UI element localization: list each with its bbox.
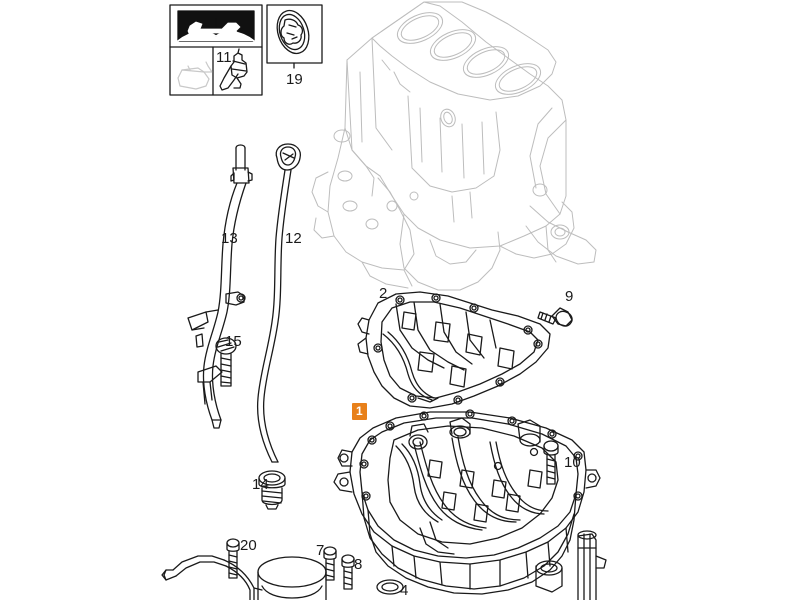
oil-pickup-tube-bolt — [226, 538, 240, 579]
callout-12: 12 — [285, 230, 302, 247]
callout-1-highlighted[interactable]: 1 — [352, 403, 367, 420]
callout-20: 20 — [240, 537, 257, 554]
callout-13: 13 — [221, 230, 238, 247]
callout-19: 19 — [286, 71, 303, 88]
dipstick-guide-tube — [187, 144, 253, 429]
baffle-bolt — [537, 307, 573, 327]
service-manual-wrench-icon — [177, 10, 255, 42]
callout-10: 10 — [564, 454, 581, 471]
dipstick-tube-bolt — [215, 337, 237, 387]
callout-14: 14 — [252, 476, 269, 493]
callout-2: 2 — [379, 285, 388, 302]
callout-11: 11 — [216, 49, 232, 66]
callout-8: 8 — [354, 556, 363, 573]
oil-can-icon — [177, 61, 213, 90]
oil-filler-cap-box — [266, 4, 323, 69]
callout-9: 9 — [565, 288, 574, 305]
drain-plug-sealing-washer — [376, 579, 404, 595]
oil-level-dipstick — [256, 143, 302, 463]
callout-15: 15 — [225, 333, 242, 350]
oil-pickup-tube-assembly — [161, 555, 327, 600]
callout-7: 7 — [316, 542, 325, 559]
oil-pan-bolt — [543, 440, 559, 485]
oil-filler-cap-icon — [276, 9, 310, 55]
callout-4: 4 — [400, 582, 409, 599]
oil-pickup-bolt-long — [341, 554, 355, 590]
oil-pressure-switch-icon — [219, 48, 248, 91]
oil-baffle-windage-tray — [357, 291, 551, 409]
oil-pan-sump — [333, 409, 607, 600]
oil-drain-plug — [258, 470, 286, 510]
